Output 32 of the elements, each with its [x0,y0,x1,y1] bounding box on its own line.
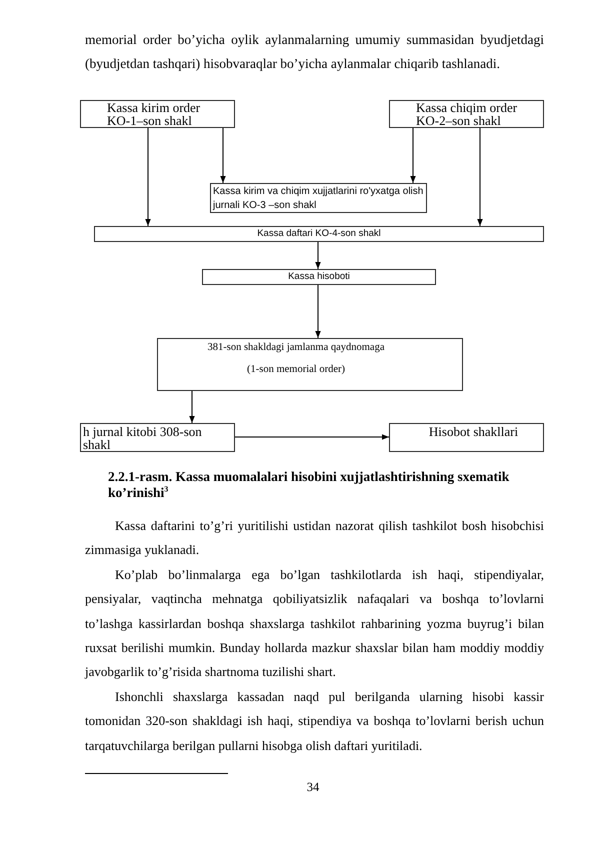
node-label: KO-1–son shakl [107,114,193,127]
body-paragraph: Kassa daftarini to’g’ri yuritilishi ustidan nazorat qilish tashkilot bosh hisobchisi zimmasiga yuklanadi. [85,517,544,560]
node-label: h jurnal kitobi 308-son shakl [83,425,203,451]
node-label: (1-son memorial order) [246,364,346,376]
page-number: 34 [306,780,320,794]
arrow [477,128,483,226]
arrow [315,284,321,338]
process-box [389,100,544,128]
arrow [220,128,226,184]
node-label: Kassa kirim va chiqim xujjatlarini ro'yxatga olish jurnali KO-3 –son shakl [213,185,424,212]
node-label: Kassa daftari KO-4-son shakl [256,228,382,240]
figure-caption: 2.2.1-rasm. Kassa muomalalari hisobini xujjatlashtirishning sxematik ko’rinishi$^{3}$ [108,469,510,501]
body-paragraph: Ishonchli shaxslarga kassadan naqd pul berilganda ularning hisobi kassir tomonidan 320-son shakldagi ish haqi, stipendiya va boshqa to’lovlarni berish uchun tarqatuvchilarga berilgan pullarni hisobga olish daftari yuritiladi. [85,688,544,755]
process-box [80,423,235,452]
node-label: KO-2–son shakl [416,114,502,127]
node-label: Hisobot shakllari [428,425,520,438]
body-paragraph: memorial order bo’yicha oylik aylanmalarning umumiy summasidan byudjetdagi (byudjetdan tashqari) hisobvaraqlar bo’yicha aylanmalar chiqarib tashlanadi. [85,31,544,73]
process-box [157,338,463,391]
arrow [234,434,390,440]
arrow [189,390,195,424]
node-label: Kassa kirim order [107,102,202,114]
process-box [94,226,544,242]
node-label: Kassa chiqim order [416,102,518,114]
process-box [202,269,436,285]
process-box [80,100,235,128]
arrow [145,128,151,226]
node-label: 381-son shakldagi jamlanma qaydnomaga [206,342,386,354]
process-box [389,423,544,452]
arrow [410,128,416,184]
arrow [315,242,321,270]
body-paragraph: Ko’plab bo’linmalarga ega bo’lgan tashkilotlarda ish haqi, stipendiyalar, pensiyalar, vaqtincha mehnatga qobiliyatsizlik nafaqalari va boshqa to’lovlarni to’lashga kassirlardan boshqa shaxslarga tashkilot rahbarining yozma buyrug’i bilan ruxsat berilishi mumkin. Bunday hollarda mazkur shaxslar bilan ham moddiy moddiy javobgarlik to’g’risida shartnoma tuzilishi shart. [85,566,544,682]
node-label: Kassa hisoboti [287,271,351,283]
